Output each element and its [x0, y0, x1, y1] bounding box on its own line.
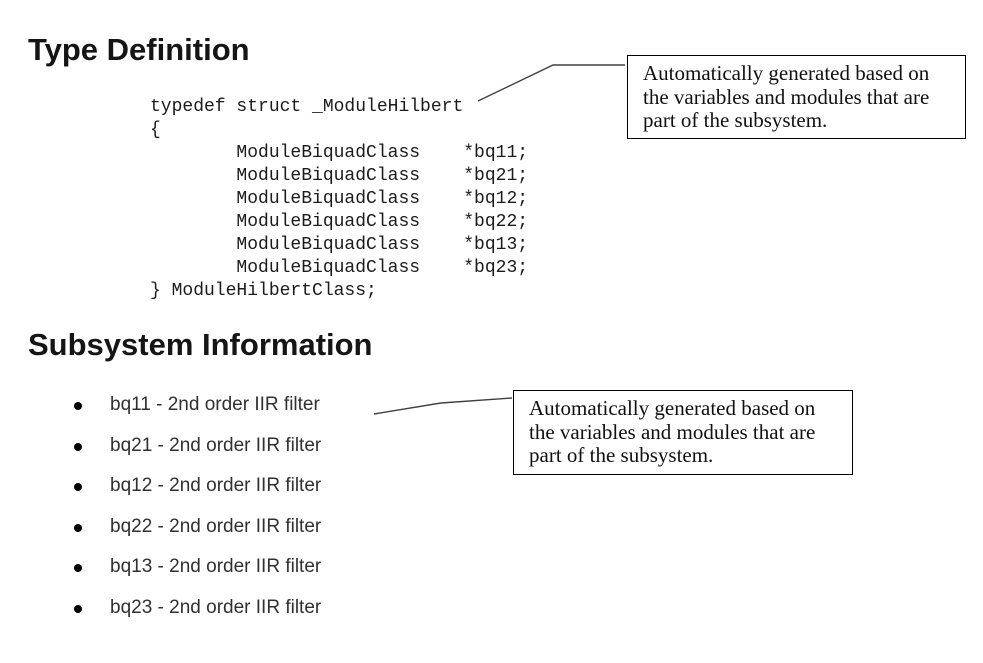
code-line: ModuleBiquadClass *bq11; [150, 143, 529, 163]
callout-text: Automatically generated based on [643, 61, 930, 85]
code-line: ModuleBiquadClass *bq12; [150, 189, 529, 209]
callout-text: Automatically generated based on [529, 396, 816, 420]
section-heading-type-definition: Type Definition [28, 32, 250, 67]
list-item: bq13 - 2nd order IIR filter [74, 555, 321, 579]
list-item-label: bq21 - 2nd order IIR filter [110, 434, 322, 456]
bullet-icon [74, 442, 82, 451]
bullet-icon [74, 604, 82, 613]
code-line: { [150, 120, 161, 140]
list-item: bq22 - 2nd order IIR filter [74, 515, 321, 539]
list-item-label: bq13 - 2nd order IIR filter [110, 556, 322, 577]
callout-text: the variables and modules that are [643, 84, 930, 109]
list-item-label: bq12 - 2nd order IIR filter [110, 475, 322, 496]
code-line: typedef struct _ModuleHilbert [150, 97, 464, 117]
code-block-typedef: typedef struct _ModuleHilbert { ModuleBi… [150, 96, 528, 303]
list-item: bq21 - 2nd order IIR filter [74, 434, 321, 458]
code-line: ModuleBiquadClass *bq23; [150, 258, 529, 278]
bullet-icon [74, 523, 82, 532]
subsystem-list: bq11 - 2nd order IIR filter bq21 - 2nd o… [74, 393, 321, 636]
list-item-label: bq11 - 2nd order IIR filter [110, 394, 320, 415]
list-item: bq23 - 2nd order IIR filter [74, 596, 321, 620]
callout-text: part of the subsystem. [643, 108, 828, 132]
bullet-icon [74, 483, 82, 491]
list-item: bq11 - 2nd order IIR filter [74, 393, 321, 417]
callout-box-type-definition: Automatically generated based on the var… [627, 55, 966, 139]
callout-text: the variables and modules that are [529, 419, 816, 444]
code-line: ModuleBiquadClass *bq22; [150, 212, 529, 232]
list-item-label: bq22 - 2nd order IIR filter [110, 515, 322, 537]
bullet-icon [74, 564, 82, 572]
code-line: ModuleBiquadClass *bq21; [150, 166, 529, 186]
list-item-label: bq23 - 2nd order IIR filter [110, 596, 322, 618]
section-heading-subsystem-information: Subsystem Information [28, 327, 373, 362]
list-item: bq12 - 2nd order IIR filter [74, 474, 321, 498]
callout-connector-line-2 [373, 397, 513, 415]
callout-text: part of the subsystem. [529, 443, 714, 467]
bullet-icon [74, 402, 82, 410]
code-line: } ModuleHilbertClass; [150, 281, 377, 301]
code-line: ModuleBiquadClass *bq13; [150, 235, 529, 255]
callout-box-subsystem-information: Automatically generated based on the var… [513, 390, 853, 475]
